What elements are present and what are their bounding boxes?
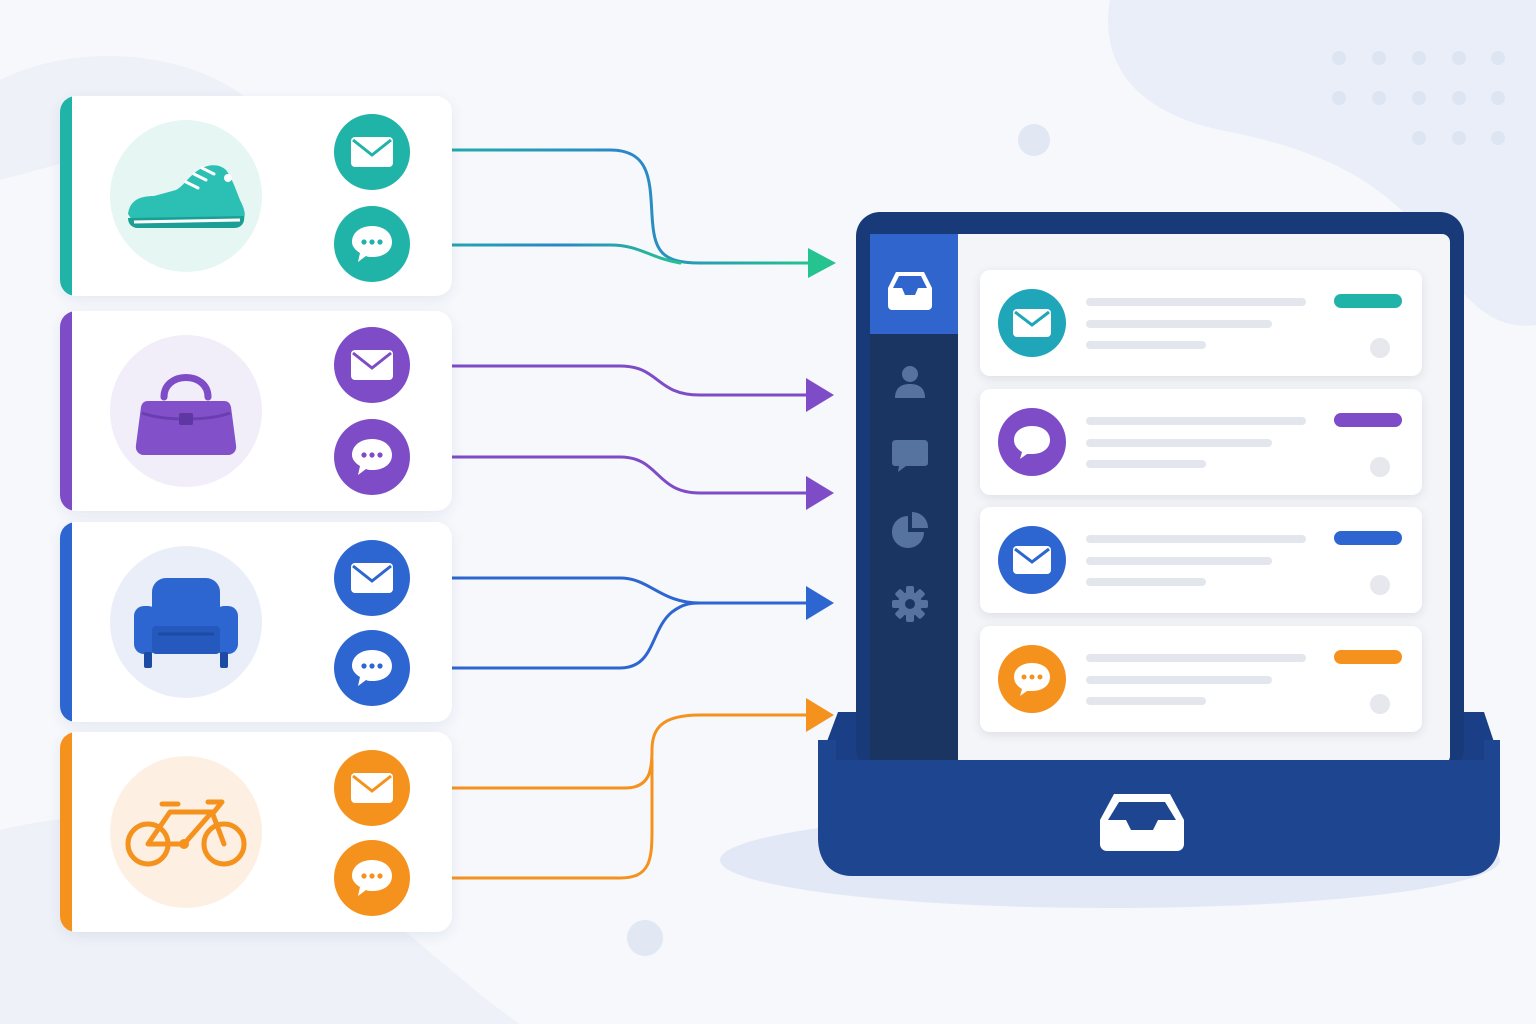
message-line bbox=[1086, 557, 1272, 565]
chat-icon bbox=[334, 419, 410, 495]
handbag-icon bbox=[110, 335, 262, 487]
chat-icon bbox=[334, 630, 410, 706]
arrow-head-orange bbox=[806, 698, 834, 732]
gear-icon bbox=[892, 586, 928, 622]
sidebar-item-conversations[interactable] bbox=[882, 428, 938, 484]
email-icon bbox=[998, 526, 1066, 594]
email-icon bbox=[334, 540, 410, 616]
chat-icon bbox=[892, 440, 928, 472]
message-item[interactable] bbox=[980, 270, 1422, 376]
message-item[interactable] bbox=[980, 389, 1422, 495]
wire-armchair-chat bbox=[408, 601, 702, 670]
email-icon bbox=[334, 750, 410, 826]
message-line bbox=[1086, 676, 1272, 684]
wire-handbag-chat bbox=[408, 455, 812, 495]
bicycle-icon bbox=[110, 756, 262, 908]
message-line bbox=[1086, 535, 1306, 543]
channel-tag bbox=[1334, 294, 1402, 308]
chat-icon bbox=[998, 645, 1066, 713]
arrow-head-purple-2 bbox=[806, 476, 834, 510]
wire-handbag-email bbox=[408, 364, 812, 397]
source-card-sneaker bbox=[60, 96, 452, 296]
card-accent-bar bbox=[60, 732, 72, 932]
sidebar-item-reports[interactable] bbox=[882, 502, 938, 558]
message-line bbox=[1086, 417, 1306, 425]
status-dot bbox=[1370, 575, 1390, 595]
sneaker-icon bbox=[110, 120, 262, 272]
email-icon bbox=[998, 289, 1066, 357]
pie-chart-icon bbox=[892, 512, 928, 548]
arrow-head-blue bbox=[806, 586, 834, 620]
channel-tag bbox=[1334, 531, 1402, 545]
arrow-head-purple-1 bbox=[806, 378, 834, 412]
message-line bbox=[1086, 654, 1306, 662]
status-dot bbox=[1370, 694, 1390, 714]
chat-icon bbox=[334, 206, 410, 282]
source-card-bicycle bbox=[60, 732, 452, 932]
message-line bbox=[1086, 341, 1206, 349]
email-icon bbox=[334, 114, 410, 190]
sidebar-item-settings[interactable] bbox=[882, 576, 938, 632]
message-line bbox=[1086, 439, 1272, 447]
sidebar-item-inbox[interactable] bbox=[882, 262, 938, 318]
channel-tag bbox=[1334, 650, 1402, 664]
card-accent-bar bbox=[60, 311, 72, 511]
arrow-head-teal bbox=[808, 248, 836, 278]
email-icon bbox=[334, 327, 410, 403]
wire-sneaker-email bbox=[408, 148, 812, 265]
source-card-armchair bbox=[60, 522, 452, 722]
status-dot bbox=[1370, 457, 1390, 477]
armchair-icon bbox=[110, 546, 262, 698]
source-card-handbag bbox=[60, 311, 452, 511]
wire-sneaker-chat bbox=[408, 243, 682, 265]
wire-bicycle-email bbox=[408, 713, 812, 790]
inbox-tray-icon bbox=[1096, 790, 1188, 854]
chat-icon bbox=[334, 840, 410, 916]
message-line bbox=[1086, 697, 1206, 705]
message-line bbox=[1086, 298, 1306, 306]
wire-bicycle-chat bbox=[408, 758, 654, 880]
channel-tag bbox=[1334, 413, 1402, 427]
user-icon bbox=[895, 366, 925, 398]
status-dot bbox=[1370, 338, 1390, 358]
message-line bbox=[1086, 578, 1206, 586]
message-item[interactable] bbox=[980, 626, 1422, 732]
sidebar-item-contacts[interactable] bbox=[882, 354, 938, 410]
message-line bbox=[1086, 460, 1206, 468]
card-accent-bar bbox=[60, 522, 72, 722]
chat-icon bbox=[998, 408, 1066, 476]
card-accent-bar bbox=[60, 96, 72, 296]
message-line bbox=[1086, 320, 1272, 328]
message-item[interactable] bbox=[980, 507, 1422, 613]
inbox-icon bbox=[888, 272, 932, 310]
